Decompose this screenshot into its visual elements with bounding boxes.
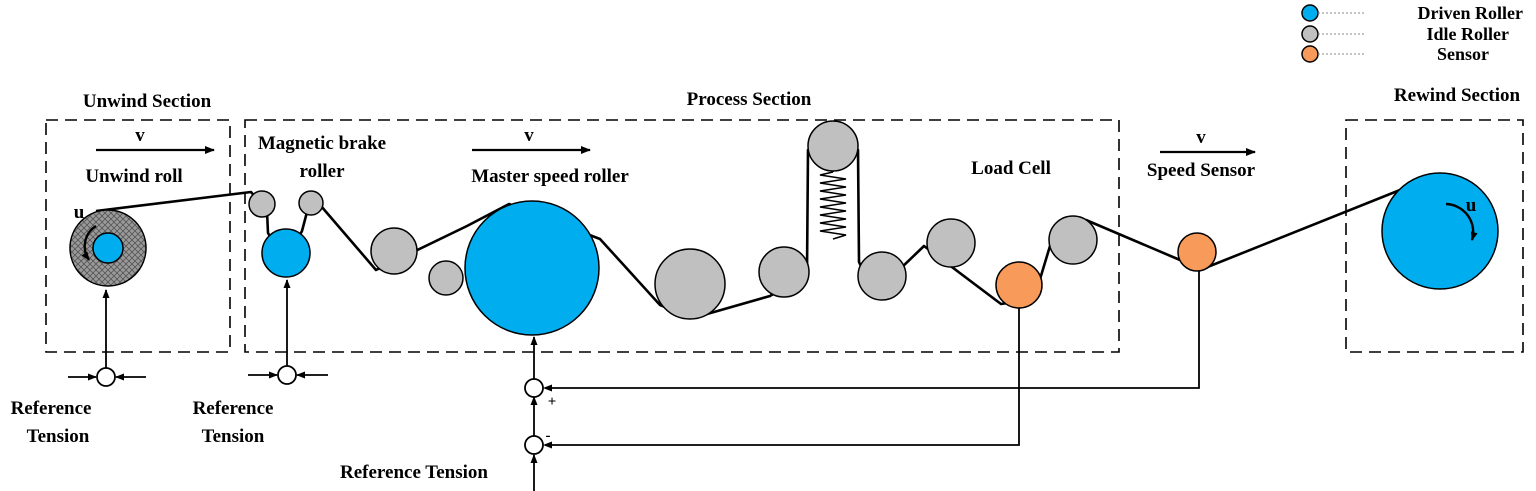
unwind-roll-label: Unwind roll (85, 166, 182, 187)
legend: Driven Roller Idle Roller Sensor (1301, 3, 1523, 64)
dancer-roller (807, 120, 859, 172)
magnetic-brake-label-1: Magnetic brake (258, 133, 386, 154)
master-summing-junction-upper (524, 378, 544, 398)
rewind-rotation-arrow (1445, 202, 1478, 241)
rewind-roll: u (1381, 172, 1499, 290)
brake-summing-junction (277, 365, 297, 385)
brake-idle-roller-right (298, 190, 324, 216)
legend-sensor-label: Sensor (1437, 44, 1489, 64)
load-cell-sensor (995, 261, 1043, 309)
unwind-rotation-arrow (81, 224, 97, 261)
rewind-section-box (1345, 119, 1524, 353)
idle-roller-7 (1048, 215, 1098, 265)
legend-idle-label: Idle Roller (1427, 24, 1510, 44)
magnetic-brake-label-2: roller (299, 161, 345, 182)
idle-roller-6 (926, 218, 976, 268)
master-reference-tension-label: Reference Tension (340, 462, 488, 483)
master-plus-sign: + (548, 394, 557, 410)
speed-sensor (1177, 232, 1217, 272)
rewind-u-label: u (1466, 195, 1477, 216)
load-cell-label: Load Cell (971, 158, 1051, 179)
unwind-tension-label: Tension (27, 426, 90, 447)
brake-idle-roller-left (248, 190, 276, 218)
legend-sensor-swatch (1301, 45, 1319, 63)
unwind-v-label: v (135, 125, 145, 146)
legend-driven-label: Driven Roller (1418, 3, 1523, 23)
unwind-tension-control: Reference Tension (11, 289, 146, 447)
brake-tension-label: Tension (202, 426, 265, 447)
brake-tension-control: Reference Tension (193, 279, 328, 447)
process-section-title: Process Section (687, 89, 812, 110)
idle-roller-1 (370, 227, 418, 275)
master-speed-roller (464, 200, 600, 336)
dancer-spring (819, 171, 847, 240)
idle-roller-5 (857, 251, 907, 301)
master-speed-roller-label: Master speed roller (471, 166, 629, 187)
speed-sensor-v-label: v (1196, 127, 1206, 148)
master-summing-junction-lower (524, 435, 544, 455)
idle-roller-4 (758, 246, 810, 298)
unwind-u-label: u (74, 202, 85, 223)
unwind-summing-junction (96, 367, 116, 387)
unwind-roll: u (69, 202, 147, 287)
idle-roller-2 (428, 260, 464, 296)
magnetic-brake-roller (261, 228, 311, 278)
speed-sensor-label: Speed Sensor (1147, 160, 1256, 181)
unwind-section-title: Unwind Section (83, 91, 212, 112)
process-section-box (244, 119, 1120, 353)
idle-roller-3 (654, 248, 726, 320)
legend-driven-swatch (1301, 4, 1319, 22)
unwind-roll-core (92, 232, 124, 264)
brake-reference-label: Reference (193, 398, 274, 419)
master-minus-sign: - (546, 428, 551, 444)
unwind-reference-label: Reference (11, 398, 92, 419)
master-v-label: v (524, 125, 534, 146)
rewind-section-title: Rewind Section (1394, 85, 1521, 106)
legend-idle-swatch (1301, 25, 1319, 43)
master-feedback-control: + - Reference Tension (340, 271, 1200, 491)
